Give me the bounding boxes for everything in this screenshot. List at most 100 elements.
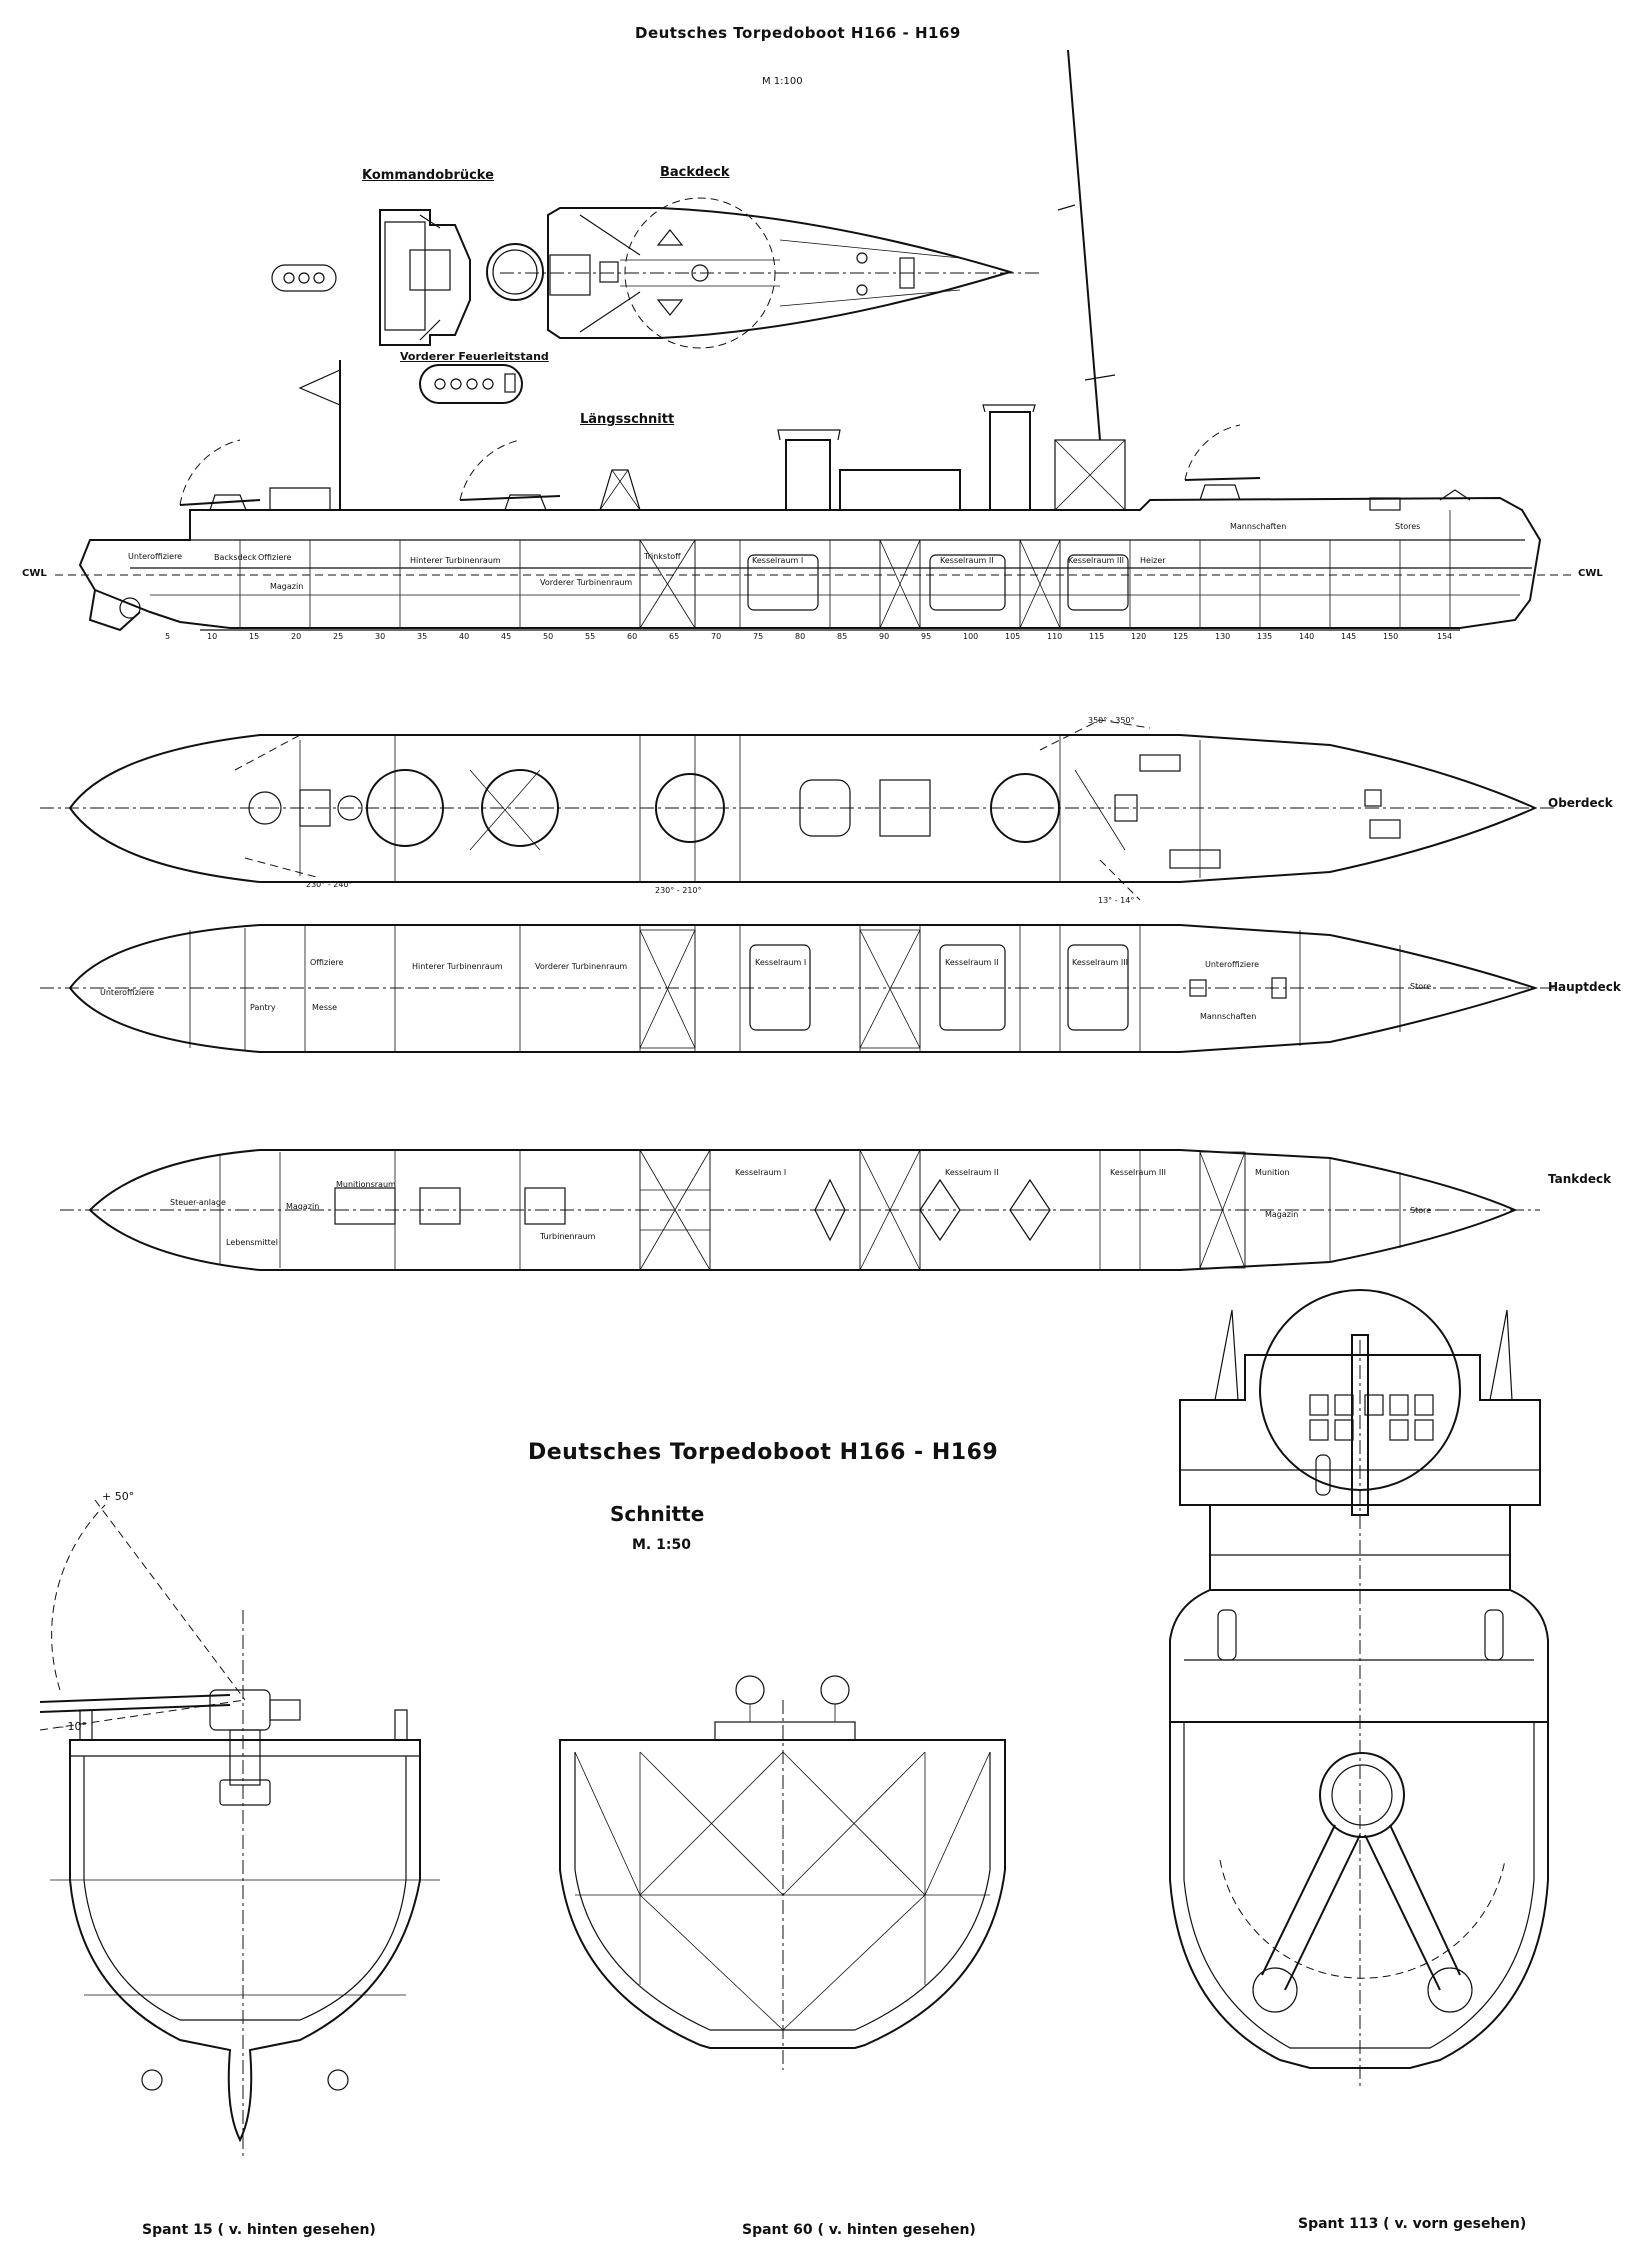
frame-number: 55	[585, 632, 596, 641]
frame-number: 95	[921, 632, 932, 641]
profile-label: Trinkstoff	[644, 552, 681, 561]
tankdeck-label: Munitionsraum	[336, 1180, 396, 1189]
profile-label: Hinterer Turbinenraum	[410, 556, 501, 565]
frame-number: 125	[1173, 632, 1189, 641]
profile-label: Unteroffiziere	[128, 552, 183, 561]
sheet1-scale: M 1:100	[762, 76, 803, 87]
label-laengsschnitt: Längsschnitt	[580, 412, 675, 427]
tankdeck-label: Magazin	[1265, 1210, 1299, 1219]
frame-number: 85	[837, 632, 848, 641]
caption-spant-60: Spant 60 ( v. hinten gesehen)	[742, 2222, 976, 2238]
hauptdeck-label: Unteroffiziere	[100, 988, 155, 997]
sheet2-scale: M. 1:50	[632, 1537, 691, 1553]
spant-15-section	[39, 1499, 440, 2160]
frame-number: 60	[627, 632, 638, 641]
tankdeck-label: Kesselraum I	[735, 1168, 787, 1177]
frame-number: 75	[753, 632, 764, 641]
laengsschnitt-profile	[55, 49, 1575, 632]
oberdeck-plan	[40, 719, 1555, 901]
sheet2-subtitle: Schnitte	[610, 1502, 705, 1526]
profile-label: Kesselraum I	[752, 556, 804, 565]
frame-number: 140	[1299, 632, 1315, 641]
angle-label: 13° - 14°	[1098, 896, 1135, 905]
sheet2-title: Deutsches Torpedoboot H166 - H169	[528, 1440, 999, 1465]
profile-label: Vorderer Turbinenraum	[540, 578, 633, 587]
tankdeck-label: Steuer-anlage	[170, 1198, 226, 1207]
tankdeck-label: Turbinenraum	[540, 1232, 596, 1241]
tankdeck-label: Magazin	[286, 1202, 320, 1211]
hauptdeck-label: Vorderer Turbinenraum	[535, 962, 628, 971]
label-backdeck: Backdeck	[660, 165, 730, 180]
frame-number: 90	[879, 632, 890, 641]
cwl-left: CWL	[22, 568, 47, 579]
frame-number: 80	[795, 632, 806, 641]
frame-number: 110	[1047, 632, 1063, 641]
caption-spant-113: Spant 113 ( v. vorn gesehen)	[1298, 2216, 1527, 2232]
angle-label: 350° - 350°	[1088, 716, 1135, 725]
hauptdeck-plan	[40, 924, 1555, 1053]
hauptdeck-label: Unteroffiziere	[1205, 960, 1260, 969]
tankdeck-label: Lebensmittel	[226, 1238, 278, 1247]
profile-label: Mannschaften	[1230, 522, 1287, 531]
label-kommandobruecke: Kommandobrücke	[362, 168, 494, 183]
frame-number: 45	[501, 632, 512, 641]
hauptdeck-label: Offiziere	[310, 958, 344, 967]
profile-label: Stores	[1395, 522, 1421, 531]
frame-number: 150	[1383, 632, 1399, 641]
profile-label: Heizer	[1140, 556, 1166, 565]
profile-label: Kesselraum II	[940, 556, 994, 565]
kommandobruecke-plan	[271, 209, 471, 346]
angle-label: 230° - 240°	[306, 880, 353, 889]
frame-number: 120	[1131, 632, 1147, 641]
frame-number: 65	[669, 632, 680, 641]
tankdeck-label: Munition	[1255, 1168, 1290, 1177]
spant-60-section	[559, 1675, 1006, 2070]
frame-number: 10	[207, 632, 218, 641]
profile-label: Kesselraum III	[1068, 556, 1124, 565]
spant-113-section	[1169, 1289, 1549, 2090]
caption-spant-15: Spant 15 ( v. hinten gesehen)	[142, 2222, 376, 2238]
frame-number: 130	[1215, 632, 1231, 641]
profile-label: Magazin	[270, 582, 304, 591]
frame-number: 25	[333, 632, 344, 641]
frame-number: 40	[459, 632, 470, 641]
tankdeck-label: Kesselraum II	[945, 1168, 999, 1177]
frame-number: 105	[1005, 632, 1021, 641]
frame-scale: 5 10 15 20 25 30 35 40 45 50 55 60 65 70…	[165, 632, 1465, 644]
frame-number: 20	[291, 632, 302, 641]
frame-number: 35	[417, 632, 428, 641]
frame-number: 30	[375, 632, 386, 641]
frame-number: 5	[165, 632, 171, 641]
frame-number: 50	[543, 632, 554, 641]
sheet1-title: Deutsches Torpedoboot H166 - H169	[635, 24, 961, 42]
frame-number: 100	[963, 632, 979, 641]
hauptdeck-label: Messe	[312, 1003, 338, 1012]
hauptdeck-label: Kesselraum II	[945, 958, 999, 967]
profile-label: Offiziere	[258, 553, 292, 562]
profile-label: Backsdeck	[214, 553, 257, 562]
tankdeck-label: Store	[1410, 1206, 1432, 1215]
hauptdeck-label: Hinterer Turbinenraum	[412, 962, 503, 971]
hauptdeck-label: Mannschaften	[1200, 1012, 1257, 1021]
frame-number: 145	[1341, 632, 1357, 641]
gun-elevation-label: + 50°	[102, 1490, 135, 1503]
hauptdeck-label: Kesselraum I	[755, 958, 807, 967]
tankdeck-plan	[60, 1149, 1540, 1271]
cwl-right: CWL	[1578, 568, 1603, 579]
frame-number: 135	[1257, 632, 1273, 641]
backdeck-plan	[486, 197, 1040, 349]
label-feuerleitstand: Vorderer Feuerleitstand	[400, 350, 549, 363]
label-hauptdeck: Hauptdeck	[1548, 980, 1621, 994]
tankdeck-label: Kesselraum III	[1110, 1168, 1166, 1177]
gun-depression-label: - 10°	[60, 1720, 87, 1733]
frame-number: 70	[711, 632, 722, 641]
frame-number: 15	[249, 632, 260, 641]
hauptdeck-label: Pantry	[250, 1003, 276, 1012]
feuerleitstand-plan	[419, 364, 523, 404]
angle-label: 230° - 210°	[655, 886, 702, 895]
label-oberdeck: Oberdeck	[1548, 796, 1613, 810]
frame-number: 115	[1089, 632, 1105, 641]
hauptdeck-label: Store	[1410, 982, 1432, 991]
